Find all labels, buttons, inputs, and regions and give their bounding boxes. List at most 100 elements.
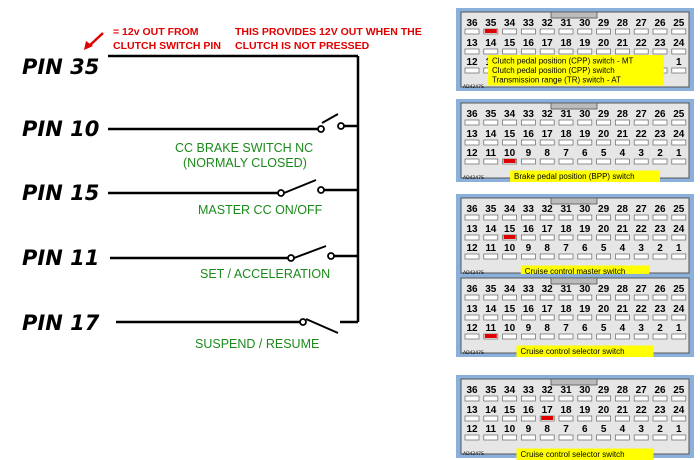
connector-pin-number: 35 [485, 284, 497, 295]
connector-pin-number: 11 [486, 243, 497, 254]
highlighted-pin-marker [503, 235, 516, 239]
connector-pin-number: 36 [466, 284, 478, 295]
connector-pin-number: 27 [636, 284, 648, 295]
connector-pin-number: 11 [486, 148, 497, 159]
connector-pin-number: 32 [542, 284, 554, 295]
connector-pin-number: 2 [657, 243, 663, 254]
connector-pin-number: 3 [638, 424, 644, 435]
connector-pin-number: 28 [617, 109, 629, 120]
part-code: AD4247S [463, 175, 484, 181]
connector-pin-number: 9 [526, 148, 532, 159]
red-arrowhead-icon [84, 41, 93, 50]
master-cc-label: MASTER CC ON/OFF [198, 203, 323, 217]
connector-caption: Cruise control selector switch [521, 450, 625, 459]
highlighted-pin-marker [503, 159, 516, 163]
connector-pin-number: 21 [617, 304, 629, 315]
connector-pin-number: 20 [598, 304, 610, 315]
connector-pin-number: 34 [504, 385, 516, 396]
connector-pin-number: 15 [504, 405, 516, 416]
connector-pin-number: 32 [542, 385, 554, 396]
connector-pin-number: 12 [466, 323, 478, 334]
connector-pin-number: 19 [579, 405, 591, 416]
connector-pin-number: 7 [563, 424, 569, 435]
connector-caption: Transmission range (TR) switch - AT [492, 76, 621, 85]
connector-pin-number: 26 [654, 18, 666, 29]
connector-pin-number: 8 [544, 323, 550, 334]
connector-pin-number: 6 [582, 243, 588, 254]
set-accel-label: SET / ACCELERATION [200, 267, 330, 281]
connector-pin-number: 23 [654, 129, 666, 140]
connector-pin-number: 27 [636, 385, 648, 396]
connector-pin-number: 29 [598, 284, 610, 295]
connector-pin-number: 29 [598, 204, 610, 215]
note-12v-line2: CLUTCH SWITCH PIN [113, 40, 221, 52]
connector-pin-number: 19 [579, 38, 591, 49]
connector-pin-number: 29 [598, 18, 610, 29]
connector-pin-number: 31 [560, 204, 572, 215]
connector-pin-number: 23 [654, 38, 666, 49]
connector-pin-number: 6 [582, 148, 588, 159]
part-code: AD4247S [463, 451, 484, 457]
connector-pin-number: 11 [486, 323, 497, 334]
caption-box [520, 265, 650, 277]
connector-pin-number: 13 [466, 38, 478, 49]
connector-pin-number: 26 [654, 385, 666, 396]
connector-pin-number: 22 [636, 129, 648, 140]
connector-pin-number: 1 [676, 148, 682, 159]
connector-pin-number: 28 [617, 284, 629, 295]
connector-pin-number: 16 [523, 129, 535, 140]
connector-pin-number: 18 [560, 129, 572, 140]
switch-pin10 [108, 113, 358, 133]
connector-pin-number: 22 [636, 304, 648, 315]
connector-pin-number: 31 [560, 385, 572, 396]
connector-pin-number: 22 [636, 38, 648, 49]
connector-pin-number: 15 [504, 129, 516, 140]
connector-pin-number: 34 [504, 109, 516, 120]
connector-pin-number: 10 [504, 243, 516, 254]
connector-pin-number: 25 [673, 18, 685, 29]
connector-pin-number: 17 [542, 224, 554, 235]
connector-pin-number: 5 [601, 323, 607, 334]
connector-pin-number: 20 [598, 129, 610, 140]
connector-caption: Clutch pedal position (CPP) switch - MT [492, 57, 633, 66]
switch-pin17 [116, 318, 358, 334]
connector-pin-number: 20 [598, 224, 610, 235]
connector-pin-number: 2 [657, 323, 663, 334]
connector-pin-number: 32 [542, 109, 554, 120]
connector-pin-number: 13 [466, 224, 478, 235]
connector-pin-number: 13 [466, 129, 478, 140]
connector-pin-number: 13 [466, 405, 478, 416]
connector-pin-number: 12 [466, 243, 478, 254]
connector-pin-number: 1 [676, 57, 682, 68]
connector-pin-number: 33 [523, 385, 535, 396]
connector-pin-number: 14 [485, 405, 497, 416]
connector-pin-number: 17 [542, 304, 554, 315]
connector-pin-number: 21 [617, 405, 629, 416]
connector-pin-number: 34 [504, 284, 516, 295]
connector-pin-number: 29 [598, 109, 610, 120]
connector-pin-number: 30 [579, 109, 591, 120]
connector-pin-number: 14 [485, 38, 497, 49]
connector-pin-number: 4 [620, 323, 626, 334]
connector-pin-number: 29 [598, 385, 610, 396]
caption-box [488, 55, 664, 86]
connector-pin-number: 33 [523, 109, 535, 120]
connector-pin-number: 25 [673, 204, 685, 215]
connector-pin-number: 14 [485, 304, 497, 315]
connector-caption: Brake pedal position (BPP) switch [514, 172, 635, 181]
connector-pin-number: 26 [654, 204, 666, 215]
connector-pin-number: 24 [673, 38, 685, 49]
pin-17-label: PIN 17 [22, 311, 100, 335]
suspend-resume-label: SUSPEND / RESUME [195, 337, 319, 351]
part-code: AD4247S [463, 84, 484, 90]
connector-pin-number: 23 [654, 304, 666, 315]
connector-pin-number: 36 [466, 385, 478, 396]
connector-pin-number: 9 [526, 243, 532, 254]
connector-pin-number: 16 [523, 224, 535, 235]
highlighted-pin-marker [484, 29, 497, 33]
connector-pin-number: 6 [582, 323, 588, 334]
connector-pin-number: 12 [466, 148, 478, 159]
connector-pin-number: 5 [601, 148, 607, 159]
